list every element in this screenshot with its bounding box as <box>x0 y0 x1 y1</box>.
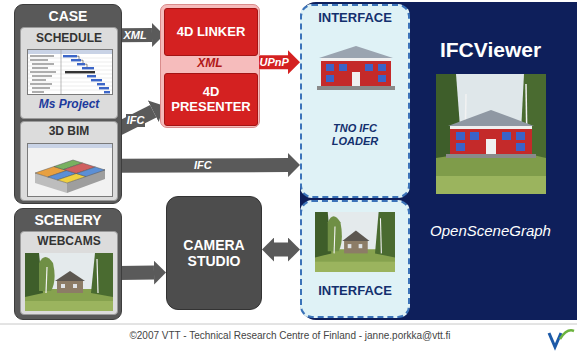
arrow-label: XML <box>123 29 148 42</box>
webcam-photo <box>25 253 113 311</box>
engine-name: OpenSceneGraph <box>430 222 551 239</box>
source-box: WEBCAMS <box>20 231 118 315</box>
interface-region: INTERFACE <box>300 200 410 318</box>
box-title: SCHEDULE <box>36 32 102 46</box>
process-box: 4D PRESENTER <box>164 73 258 126</box>
panel-title: SCENERY <box>34 212 101 228</box>
panel-title: IFCViewer <box>440 38 541 62</box>
box-title: 3D BIM <box>49 125 90 139</box>
block-arrow <box>274 243 288 257</box>
box-title: WEBCAMS <box>37 235 100 249</box>
block-arrow <box>118 158 288 173</box>
region-title: INTERFACE <box>318 11 392 26</box>
panel-title: CASE <box>49 8 88 24</box>
copyright-footer: ©2007 VTT - Technical Research Centre of… <box>60 330 520 342</box>
footer-rule <box>0 324 577 325</box>
source-box: SCHEDULE Ms Project <box>20 27 118 119</box>
loader-name: TNO IFC LOADER <box>313 122 397 147</box>
ifc-model-render <box>311 34 401 94</box>
source-box: 3D BIM <box>20 121 118 201</box>
group-panel: SCENERY WEBCAMS <box>14 208 122 320</box>
webcam-photo <box>315 212 395 272</box>
tool-name: Ms Project <box>39 98 100 112</box>
box-title: CAMERA STUDIO <box>171 237 257 269</box>
block-arrow <box>118 266 154 280</box>
bim-model-screenshot <box>27 143 113 197</box>
arrow-label: UPnP <box>259 56 290 69</box>
box-title: 4D PRESENTER <box>169 85 253 115</box>
format-name: XML <box>197 57 222 71</box>
block-arrow <box>118 111 153 129</box>
augmented-view <box>436 74 546 194</box>
process-box: CAMERA STUDIO <box>166 196 262 310</box>
arrow-label: IFC <box>126 114 146 127</box>
gantt-screenshot <box>27 49 113 95</box>
region-title: INTERFACE <box>318 284 392 299</box>
viewer-panel: IFCViewerOpenSceneGraph INTERFACE TNO IFC… <box>300 2 577 320</box>
group-panel: CASE SCHEDULE Ms Project <box>14 4 122 204</box>
process-box: 4D LINKER <box>164 8 258 56</box>
company-logo <box>549 330 574 347</box>
box-title: 4D LINKER <box>177 25 246 40</box>
interface-region: INTERFACE TNO IFC LOADER <box>300 4 410 198</box>
arrow-label: IFC <box>193 159 213 172</box>
block-arrow <box>118 28 152 42</box>
module-group: XML 4D LINKER 4D PRESENTER <box>160 4 260 128</box>
